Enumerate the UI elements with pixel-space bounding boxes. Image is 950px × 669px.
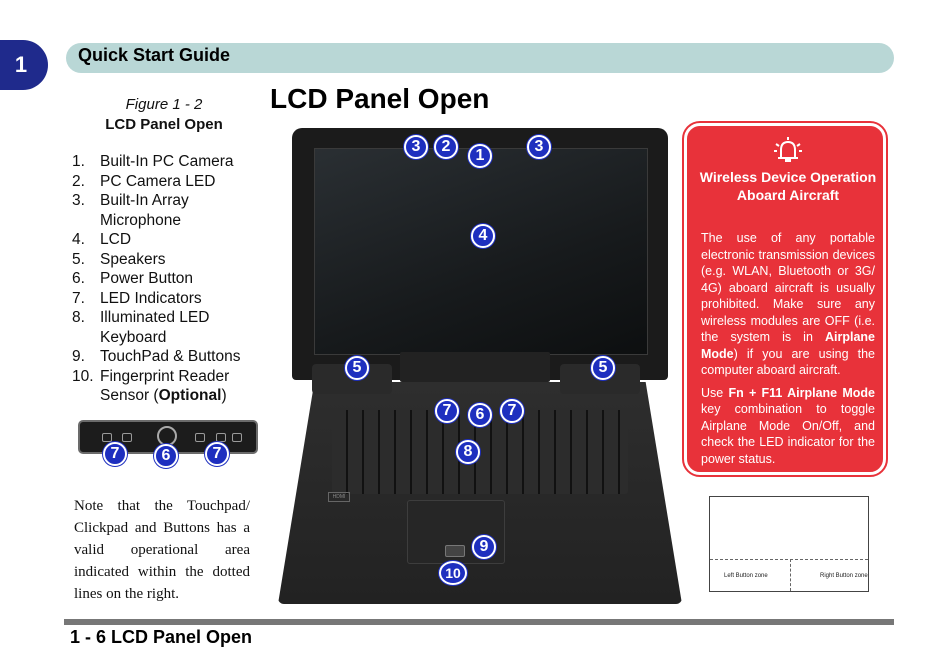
warning-title: Wireless Device Operation Aboard Aircraf… <box>699 169 877 203</box>
legend-num: 7. <box>72 289 85 307</box>
legend-text: Built-In PC Camera <box>100 153 234 170</box>
laptop-hinge <box>400 352 550 382</box>
figure-caption: Figure 1 - 2 LCD Panel Open <box>70 95 258 135</box>
callout-marker: 8 <box>456 440 480 464</box>
airplane-alert-icon <box>774 137 802 162</box>
legend-item: 5. Speakers <box>72 250 262 270</box>
callout-marker: 7 <box>205 442 229 466</box>
left-button-zone-label: Left Button zone <box>724 573 768 579</box>
legend-num: 5. <box>72 250 85 268</box>
chapter-tab: 1 <box>0 40 48 90</box>
warning-paragraph: Use Fn + F11 Airplane Mode key combinati… <box>701 385 875 468</box>
legend-item: 8. Illuminated LED Keyboard <box>72 308 262 347</box>
dotted-divider <box>790 559 791 591</box>
chapter-number: 1 <box>14 52 28 77</box>
legend-item: 3. Built-In Array Microphone <box>72 191 262 230</box>
warning-text: key combination to toggle Airplane Mode … <box>701 402 875 466</box>
legend-item: 6. Power Button <box>72 269 262 289</box>
legend-item: 7. LED Indicators <box>72 289 262 309</box>
callout-marker: 3 <box>527 135 551 159</box>
callout-marker: 5 <box>591 356 615 380</box>
callout-marker: 1 <box>468 144 492 168</box>
legend-num: 1. <box>72 153 85 170</box>
right-button-zone-label: Right Button zone <box>820 573 868 579</box>
header-bar <box>66 43 894 73</box>
callout-marker: 5 <box>345 356 369 380</box>
footer-bar <box>64 619 894 625</box>
legend-text-before: Fingerprint Reader Sensor ( <box>100 367 230 405</box>
callout-marker: 7 <box>500 399 524 423</box>
callout-marker: 7 <box>435 399 459 423</box>
callout-marker: 6 <box>468 403 492 427</box>
legend-text: LED Indicators <box>100 289 202 307</box>
warning-box: Wireless Device Operation Aboard Aircraf… <box>682 121 888 477</box>
legend-num: 6. <box>72 270 85 287</box>
legend-num: 8. <box>72 309 85 326</box>
legend-text-after: ) <box>221 387 227 404</box>
legend-num: 10. <box>72 367 94 385</box>
touchpad-zone-diagram: Left Button zone Right Button zone <box>709 496 869 592</box>
legend-text: LCD <box>100 231 132 248</box>
legend-text: TouchPad & Buttons <box>100 348 241 365</box>
figure-name: LCD Panel Open <box>105 116 223 133</box>
lcd-screen <box>314 148 648 355</box>
legend-item: 9. TouchPad & Buttons <box>72 347 262 367</box>
warning-text-bold: Fn + F11 Airplane Mode <box>728 385 876 400</box>
warning-text: The use of any portable electronic trans… <box>701 231 875 344</box>
legend-num: 9. <box>72 348 85 365</box>
warning-text: Use <box>701 385 729 400</box>
legend-text-bold: Optional <box>158 387 222 404</box>
touchpad-note: Note that the Touchpad/ Clickpad and But… <box>74 498 250 602</box>
led-icon <box>216 433 226 442</box>
legend-item: 1. Built-In PC Camera <box>72 152 262 172</box>
power-button-icon <box>157 426 177 446</box>
legend-text: Fingerprint Reader Sensor (Optional) <box>100 367 262 406</box>
footer-text: 1 - 6 LCD Panel Open <box>70 627 253 647</box>
led-icon <box>195 433 205 442</box>
legend-text: Speakers <box>100 250 166 268</box>
legend-text: PC Camera LED <box>100 172 216 190</box>
callout-marker: 9 <box>472 535 496 559</box>
legend-num: 4. <box>72 231 85 248</box>
legend-num: 2. <box>72 172 85 190</box>
led-icon <box>232 433 242 442</box>
warning-text: ) if you are using the computer aboard a… <box>701 346 875 378</box>
callout-marker: 7 <box>103 442 127 466</box>
dotted-divider <box>710 559 868 560</box>
callout-marker: 10 <box>439 561 467 585</box>
legend-text: Illuminated LED Keyboard <box>100 309 210 346</box>
header-title: Quick Start Guide <box>78 45 231 65</box>
warning-paragraph: The use of any portable electronic trans… <box>701 230 875 379</box>
callout-marker: 2 <box>434 135 458 159</box>
legend-item: 10. Fingerprint Reader Sensor (Optional) <box>72 367 262 406</box>
fingerprint-sensor <box>445 545 465 557</box>
page-title: LCD Panel Open <box>270 83 490 114</box>
legend-text: Built-In Array Microphone <box>100 192 189 229</box>
warning-text-bold: Airplane Mode <box>701 330 875 361</box>
legend-num: 3. <box>72 192 85 209</box>
hdmi-logo: HDMI <box>328 492 350 502</box>
figure-legend: 1. Built-In PC Camera 2. PC Camera LED 3. B… <box>72 152 262 406</box>
led-icon <box>102 433 112 442</box>
figure-number: Figure 1 - 2 <box>125 96 203 113</box>
callout-marker: 3 <box>404 135 428 159</box>
legend-item: 4. LCD <box>72 230 262 250</box>
warning-body: The use of any portable electronic trans… <box>701 230 875 473</box>
led-icon <box>122 433 132 442</box>
callout-marker: 4 <box>471 224 495 248</box>
legend-item: 2. PC Camera LED <box>72 172 262 192</box>
callout-marker: 6 <box>154 444 178 468</box>
legend-text: Power Button <box>100 270 194 287</box>
